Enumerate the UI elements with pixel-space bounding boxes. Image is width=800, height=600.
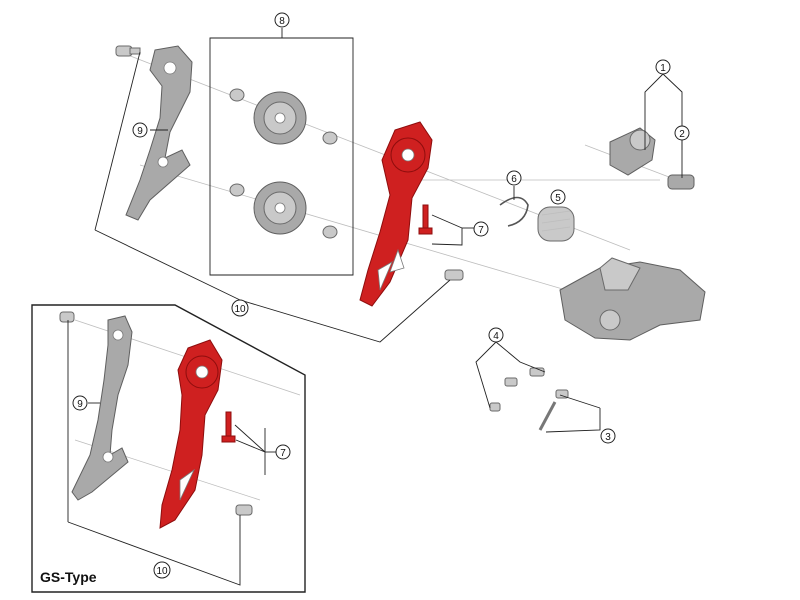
svg-text:3: 3 bbox=[605, 432, 611, 443]
callout-1: 1 bbox=[655, 59, 671, 75]
gs-pulley-bolt bbox=[235, 504, 253, 516]
svg-text:10: 10 bbox=[234, 304, 246, 315]
svg-text:1: 1 bbox=[660, 63, 666, 74]
callout-4: 4 bbox=[488, 327, 504, 343]
callout-5: 5 bbox=[550, 189, 566, 205]
pulley-bolt bbox=[444, 269, 464, 281]
fixing-bolt bbox=[418, 204, 433, 235]
derailleur-body bbox=[559, 257, 706, 341]
svg-text:4: 4 bbox=[493, 331, 499, 342]
inner-cage-plate bbox=[359, 121, 433, 307]
gs-outer-cage-plate bbox=[71, 315, 133, 501]
gs-callout-10: 10 bbox=[153, 561, 171, 579]
cable-fixing-parts bbox=[489, 367, 545, 412]
gs-fixing-bolt bbox=[221, 411, 236, 443]
svg-text:8: 8 bbox=[279, 16, 285, 27]
callout-7: 7 bbox=[473, 221, 489, 237]
svg-text:5: 5 bbox=[555, 193, 561, 204]
svg-text:10: 10 bbox=[156, 566, 168, 577]
callout-10: 10 bbox=[231, 299, 249, 317]
gs-inner-cage-plate bbox=[159, 339, 223, 529]
guide-pulley bbox=[253, 91, 307, 145]
gs-type-label: GS-Type bbox=[40, 569, 97, 585]
callout-6: 6 bbox=[506, 170, 522, 186]
outer-cage-plate bbox=[125, 45, 193, 221]
cage-bolt bbox=[115, 45, 141, 57]
callout-9: 9 bbox=[132, 122, 148, 138]
svg-text:7: 7 bbox=[478, 225, 484, 236]
spring-clip bbox=[499, 196, 529, 227]
svg-text:2: 2 bbox=[679, 129, 685, 140]
svg-text:9: 9 bbox=[77, 399, 83, 410]
gs-cage-bolt bbox=[59, 311, 75, 323]
gs-callout-9: 9 bbox=[72, 395, 88, 411]
gs-callout-7: 7 bbox=[275, 444, 291, 460]
svg-text:6: 6 bbox=[511, 174, 517, 185]
svg-text:9: 9 bbox=[137, 126, 143, 137]
tension-spring bbox=[537, 206, 575, 242]
callout-8: 8 bbox=[274, 12, 290, 28]
adjusting-bolt bbox=[667, 174, 695, 190]
b-axle-unit bbox=[609, 127, 656, 176]
callout-3: 3 bbox=[600, 428, 616, 444]
gs-type-inset: 7 9 10 GS-Type bbox=[31, 304, 306, 593]
svg-text:7: 7 bbox=[280, 448, 286, 459]
callout-leaders bbox=[94, 28, 683, 433]
adjust-bolt-set bbox=[538, 389, 569, 431]
callout-2: 2 bbox=[674, 125, 690, 141]
pulley-set-box bbox=[209, 37, 354, 276]
tension-pulley bbox=[253, 181, 307, 235]
